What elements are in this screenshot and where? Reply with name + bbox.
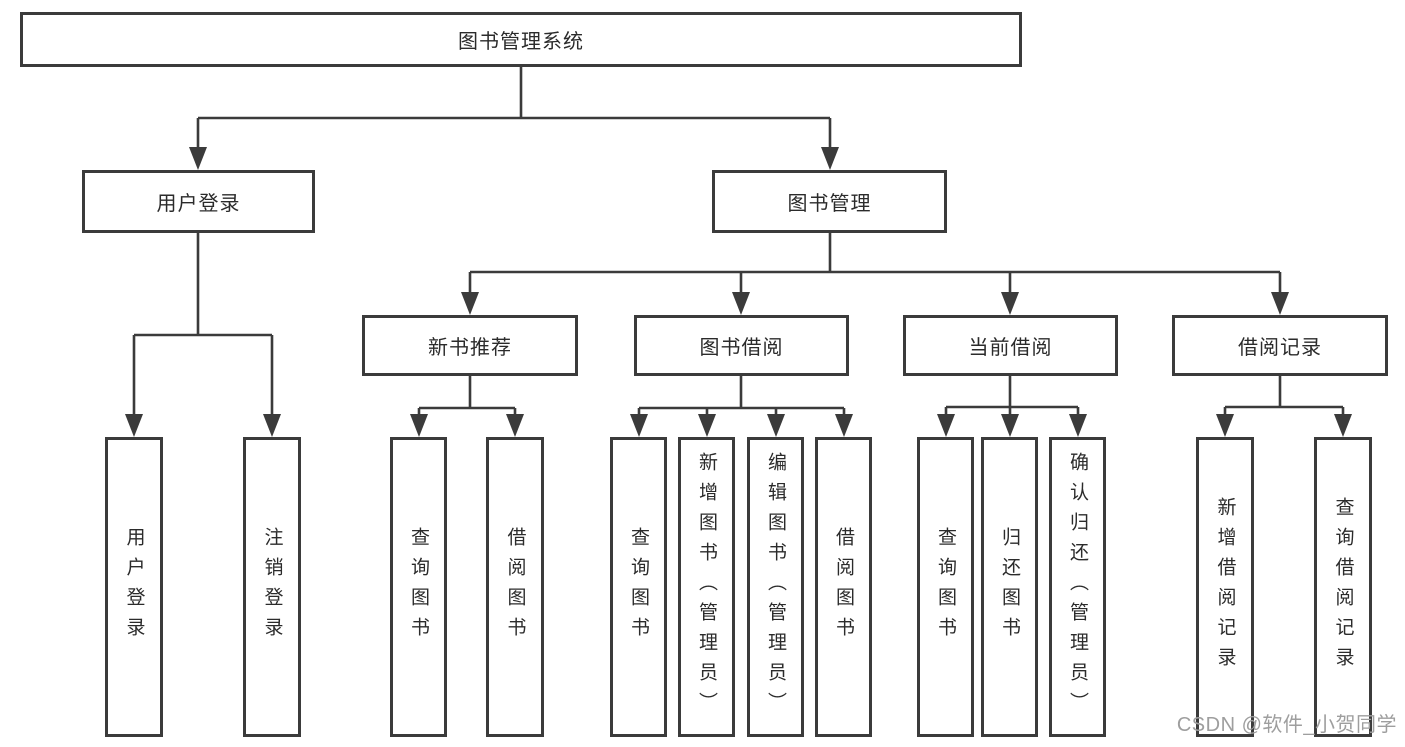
leaf-borrow-books-label: 借阅图书 — [833, 527, 854, 647]
leaf-return-books-label: 归还图书 — [999, 527, 1020, 647]
node-user-login-label: 用户登录 — [156, 193, 241, 215]
edges-root-to-level2 — [189, 67, 839, 170]
edges-current-borrow-children — [937, 376, 1087, 437]
node-book-borrowing: 图书借阅 — [634, 315, 849, 376]
edges-book-mgmt-children — [461, 233, 1289, 315]
leaf-query-borrow-record: 查询借阅记录 — [1314, 437, 1372, 737]
node-current-borrowing-label: 当前借阅 — [968, 337, 1053, 359]
node-library-system: 图书管理系统 — [20, 12, 1022, 67]
leaf-confirm-return-admin: 确认归还（管理员） — [1049, 437, 1106, 737]
leaf-newbooks-query-books: 查询图书 — [390, 437, 447, 737]
leaf-borrow-books: 借阅图书 — [815, 437, 872, 737]
node-book-management-label: 图书管理 — [787, 193, 872, 215]
node-user-login: 用户登录 — [82, 170, 315, 233]
leaf-edit-books-admin: 编辑图书（管理员） — [747, 437, 804, 737]
node-new-book-recommend-label: 新书推荐 — [428, 337, 512, 359]
edges-borrow-records-children — [1216, 376, 1352, 437]
leaf-newbooks-borrow-books-label: 借阅图书 — [504, 527, 526, 647]
leaf-add-borrow-record: 新增借阅记录 — [1196, 437, 1254, 737]
leaf-add-borrow-record-label: 新增借阅记录 — [1214, 497, 1236, 677]
leaf-user-login-label: 用户登录 — [123, 527, 145, 647]
node-new-book-recommend: 新书推荐 — [362, 315, 578, 376]
leaf-add-books-admin-label: 新增图书（管理员） — [696, 452, 717, 722]
node-current-borrowing: 当前借阅 — [903, 315, 1118, 376]
node-library-system-label: 图书管理系统 — [458, 31, 584, 53]
leaf-confirm-return-admin-label: 确认归还（管理员） — [1067, 452, 1088, 722]
leaf-newbooks-borrow-books: 借阅图书 — [486, 437, 544, 737]
node-borrowing-records: 借阅记录 — [1172, 315, 1388, 376]
leaf-return-books: 归还图书 — [981, 437, 1038, 737]
leaf-logout-label: 注销登录 — [261, 527, 283, 647]
leaf-newbooks-query-books-label: 查询图书 — [408, 527, 429, 647]
csdn-watermark: CSDN @软件_小贺同学 — [1176, 714, 1397, 736]
edges-book-borrow-children — [630, 376, 853, 437]
leaf-query-borrow-record-label: 查询借阅记录 — [1332, 497, 1354, 677]
edges-new-books-children — [410, 376, 524, 437]
leaf-borrowing-query-books: 查询图书 — [610, 437, 667, 737]
leaf-add-books-admin: 新增图书（管理员） — [678, 437, 735, 737]
leaf-current-query-books: 查询图书 — [917, 437, 974, 737]
node-book-borrowing-label: 图书借阅 — [699, 337, 784, 359]
node-borrowing-records-label: 借阅记录 — [1238, 337, 1322, 359]
leaf-edit-books-admin-label: 编辑图书（管理员） — [765, 452, 786, 722]
leaf-current-query-books-label: 查询图书 — [935, 527, 956, 647]
edges-user-login-children — [125, 233, 281, 437]
node-book-management: 图书管理 — [712, 170, 947, 233]
leaf-logout: 注销登录 — [243, 437, 301, 737]
leaf-user-login: 用户登录 — [105, 437, 163, 737]
leaf-borrowing-query-books-label: 查询图书 — [628, 527, 649, 647]
